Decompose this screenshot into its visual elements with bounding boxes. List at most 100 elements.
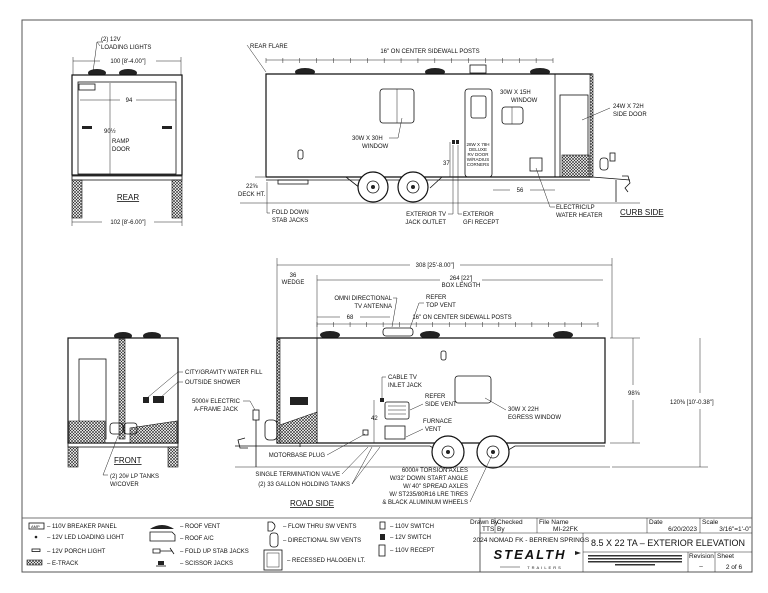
window-30x30-label: 30W X 30H [352,136,383,142]
roof-ac-icon [382,327,414,337]
motorbase-label: MOTORBASE PLUG [269,453,326,459]
rv-door-label: 28W X 78H [466,142,489,147]
tanks-label: (2) 33 GALLON HOLDING TANKS [258,482,350,488]
lp-tank [599,157,609,171]
ramp-door-label-2: DOOR [112,147,131,153]
legend-loading-light: – 12V LED LOADING LIGHT [47,535,124,541]
legend-scissor-jacks: – SCISSOR JACKS [180,561,233,567]
furnace-label: FURNACE [423,419,452,425]
rear-door-width: 94 [126,98,133,104]
curb-dim-37: 37 [443,161,450,167]
antenna-label: OMNI DIRECTIONAL [334,296,392,302]
stab-jacks-label: FOLD DOWN [272,210,309,216]
legend-roof-ac: – ROOF A/C [180,536,214,542]
curb-posts-label: 16" ON CENTER SIDEWALL POSTS [380,49,479,55]
box-length-label: BOX LENGTH [442,283,481,289]
porch-light-icon [31,548,41,552]
flow-thru-vent-icon [267,521,276,532]
refer-side-label: REFER [425,394,446,400]
legend-110v-switch: – 110V SWITCH [390,524,434,530]
valve-label: SINGLE TERMINATION VALVE [255,472,340,478]
water-fill-icon [143,397,149,403]
rv-door-label-4: W/RADIUS [467,157,490,162]
stealth-logo-subtitle: TRAILERS [527,565,563,570]
window-30x15 [501,106,524,125]
110v-switch-icon [379,521,386,530]
water-heater [529,157,543,172]
disclaimer-fine-print [588,555,682,566]
rear-view-title: REAR [117,193,139,202]
legend-stab-jacks: – FOLD UP STAB JACKS [180,549,249,555]
fold-down-stab-jack [277,179,309,185]
date-value: 6/20/2023 [668,526,697,533]
outside-shower-icon [153,396,164,403]
roof-vent-icon [420,331,440,339]
window-30x15-label-2: WINDOW [511,98,538,104]
rear-wheel [171,179,183,219]
cable-tv-label: CABLE TV [388,375,417,381]
file-name-value: MI-22FK [553,526,579,533]
water-heater-label: ELECTRIC/LP [556,205,595,211]
directional-vent-icon [269,532,279,548]
legend-breaker-panel: – 110V BREAKER PANEL [47,524,117,530]
drawn-by-label: Drawn By [470,519,499,526]
legend-directional-vents: – DIRECTIONAL SW VENTS [283,538,361,544]
legend: AMP – 110V BREAKER PANEL – 12V LED LOADI… [21,517,481,573]
loading-light-icon [34,535,38,539]
project-name: 2024 NOMAD FK - BERRIEN SPRINGS [473,537,590,544]
checked-by-value: By [497,526,505,533]
side-door-label: 24W X 72H [613,104,644,110]
rv-door-label-3: RV DOOR [468,152,490,157]
lp-tanks-label-2: W/COVER [110,482,139,488]
box-length-dim: 264 [22'] [450,276,473,282]
axle-spec-2: W/32' DOWN START ANGLE [390,476,468,482]
road-side-title: ROAD SIDE [290,499,334,508]
drawn-by-value: TTS [482,526,495,533]
drawing-title: 8.5 X 22 TA – EXTERIOR ELEVATION [591,538,745,548]
sheet-value: 2 of 6 [726,564,743,571]
egress-window [454,375,492,404]
legend-e-track: – E-TRACK [47,561,78,567]
furnace-label-2: VENT [425,427,441,433]
curb-dim-56: 56 [517,188,524,194]
title-block: Drawn By TTS Checked By File Name MI-22F… [470,517,753,573]
jack-label: 5000# ELECTRIC [192,399,241,405]
antenna-label-2: TV ANTENNA [354,304,392,310]
lp-tank [264,419,278,441]
cable-tv-jack [380,398,384,402]
front-wheel [167,446,179,468]
roof-ac-icon [149,531,176,542]
breaker-panel-tag: AMP [31,524,40,529]
cable-tv-label-2: INLET JACK [388,383,422,389]
axle-spec-5: & BLACK ALUMINUM WHEELS [382,500,468,506]
front-view: CITY/GRAVITY WATER FILL OUTSIDE SHOWER 5… [67,332,263,488]
revision-label: Revision [689,553,714,560]
directional-vent-icon [297,149,304,160]
gfi-label-2: GFI RECEPT [463,220,499,226]
legend-110v-recept: – 110V RECEPT [390,548,435,554]
wedge-label: WEDGE [282,280,305,286]
furnace-vent [384,425,406,440]
scale-value: 3/16"=1'-0" [719,526,751,533]
revision-value: – [699,563,703,570]
axle-spec-3: W/ 40" SPREAD AXLES [403,484,468,490]
road-dim-68: 68 [347,315,354,321]
window-30x15-label: 30W X 15H [500,90,531,96]
scissor-jack-icon [158,561,164,565]
stab-jack-icon [152,547,175,555]
rear-width-top: 100 [8'-4.00"] [110,59,146,65]
front-wheel [67,446,79,468]
road-side-view: 308 [25'-8.00"] 36 WEDGE 264 [22'] BOX L… [235,258,714,508]
legend-flow-thru-vents: – FLOW THRU SW VENTS [283,524,357,530]
curb-side-view: REAR FLARE 16" ON CENTER SIDEWALL POSTS … [238,44,664,226]
rv-door-label-5: CORNERS [467,162,490,167]
roof-ac-icon [469,64,487,74]
rear-flare-label: REAR FLARE [250,44,288,50]
e-track-icon [26,559,43,566]
side-door-label-2: SIDE DOOR [613,112,647,118]
ramp-door-label: RAMP [112,139,129,145]
directional-vent-icon [440,350,447,361]
breaker-panel-icon [28,522,45,530]
tv-jack-label: EXTERIOR TV [406,212,446,218]
rear-loading-lights-label: (2) 12V [101,37,121,43]
